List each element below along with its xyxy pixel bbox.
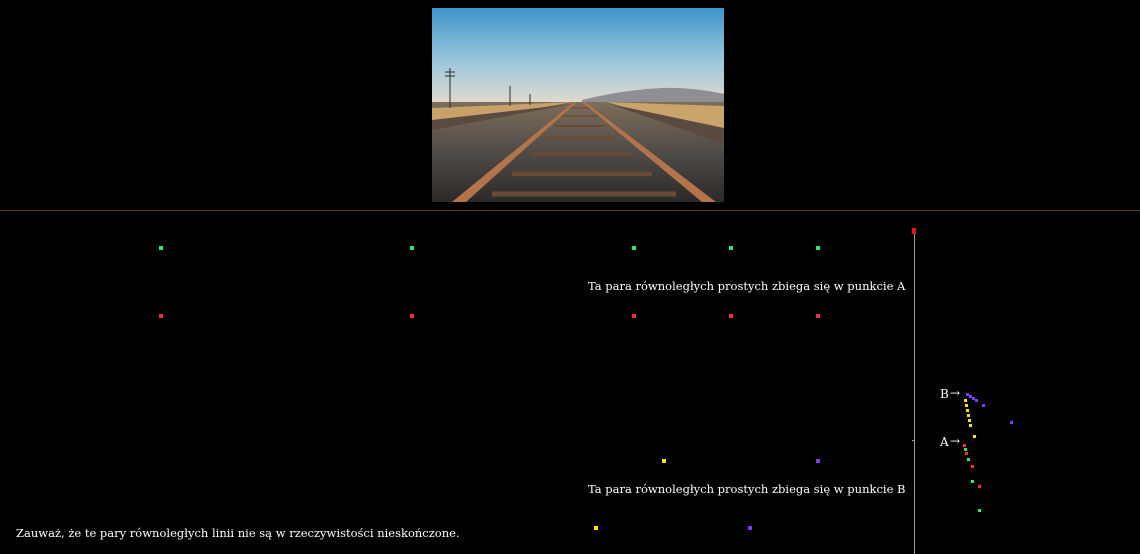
point-a-arrow: → bbox=[950, 434, 961, 448]
axis-tick bbox=[912, 440, 915, 441]
purple-point bbox=[1010, 421, 1013, 424]
note-text: Zauważ, że te pary równoległych linii ni… bbox=[16, 526, 460, 540]
yellow-point bbox=[966, 409, 969, 412]
purple-point bbox=[972, 397, 975, 400]
section-divider bbox=[0, 210, 1140, 211]
red-point bbox=[632, 314, 636, 318]
red-point bbox=[816, 314, 820, 318]
red-point bbox=[729, 314, 733, 318]
yellow-point bbox=[965, 404, 968, 407]
red-point bbox=[971, 465, 974, 468]
purple-point bbox=[969, 395, 972, 398]
railway-photo-illustration bbox=[432, 8, 724, 202]
red-point bbox=[978, 485, 981, 488]
green-point bbox=[729, 246, 733, 250]
green-point bbox=[159, 246, 163, 250]
yellow-point bbox=[594, 526, 598, 530]
caption-pair-a: Ta para równoległych prostych zbiega się… bbox=[588, 279, 906, 293]
green-point bbox=[632, 246, 636, 250]
yellow-point bbox=[662, 459, 666, 463]
green-point bbox=[971, 480, 974, 483]
red-point bbox=[965, 452, 968, 455]
green-point bbox=[816, 246, 820, 250]
red-point bbox=[159, 314, 163, 318]
yellow-point bbox=[964, 399, 967, 402]
railway-tracks-photo bbox=[432, 8, 724, 202]
yellow-point bbox=[968, 419, 971, 422]
purple-point bbox=[748, 526, 752, 530]
green-point bbox=[964, 448, 967, 451]
purple-point bbox=[982, 404, 985, 407]
green-point bbox=[978, 509, 981, 512]
yellow-point bbox=[969, 424, 972, 427]
point-a-label: A bbox=[940, 435, 949, 449]
yellow-point bbox=[967, 414, 970, 417]
axis-arrow-tip bbox=[912, 228, 916, 234]
green-point bbox=[410, 246, 414, 250]
purple-point bbox=[816, 459, 820, 463]
point-b-arrow: → bbox=[950, 386, 961, 400]
purple-point bbox=[975, 399, 978, 402]
caption-pair-b: Ta para równoległych prostych zbiega się… bbox=[588, 482, 906, 496]
yellow-point bbox=[973, 435, 976, 438]
point-b-label: B bbox=[940, 387, 949, 401]
red-point bbox=[963, 444, 966, 447]
red-point bbox=[410, 314, 414, 318]
vertical-axis bbox=[914, 232, 915, 554]
purple-point bbox=[966, 393, 969, 396]
green-point bbox=[967, 458, 970, 461]
